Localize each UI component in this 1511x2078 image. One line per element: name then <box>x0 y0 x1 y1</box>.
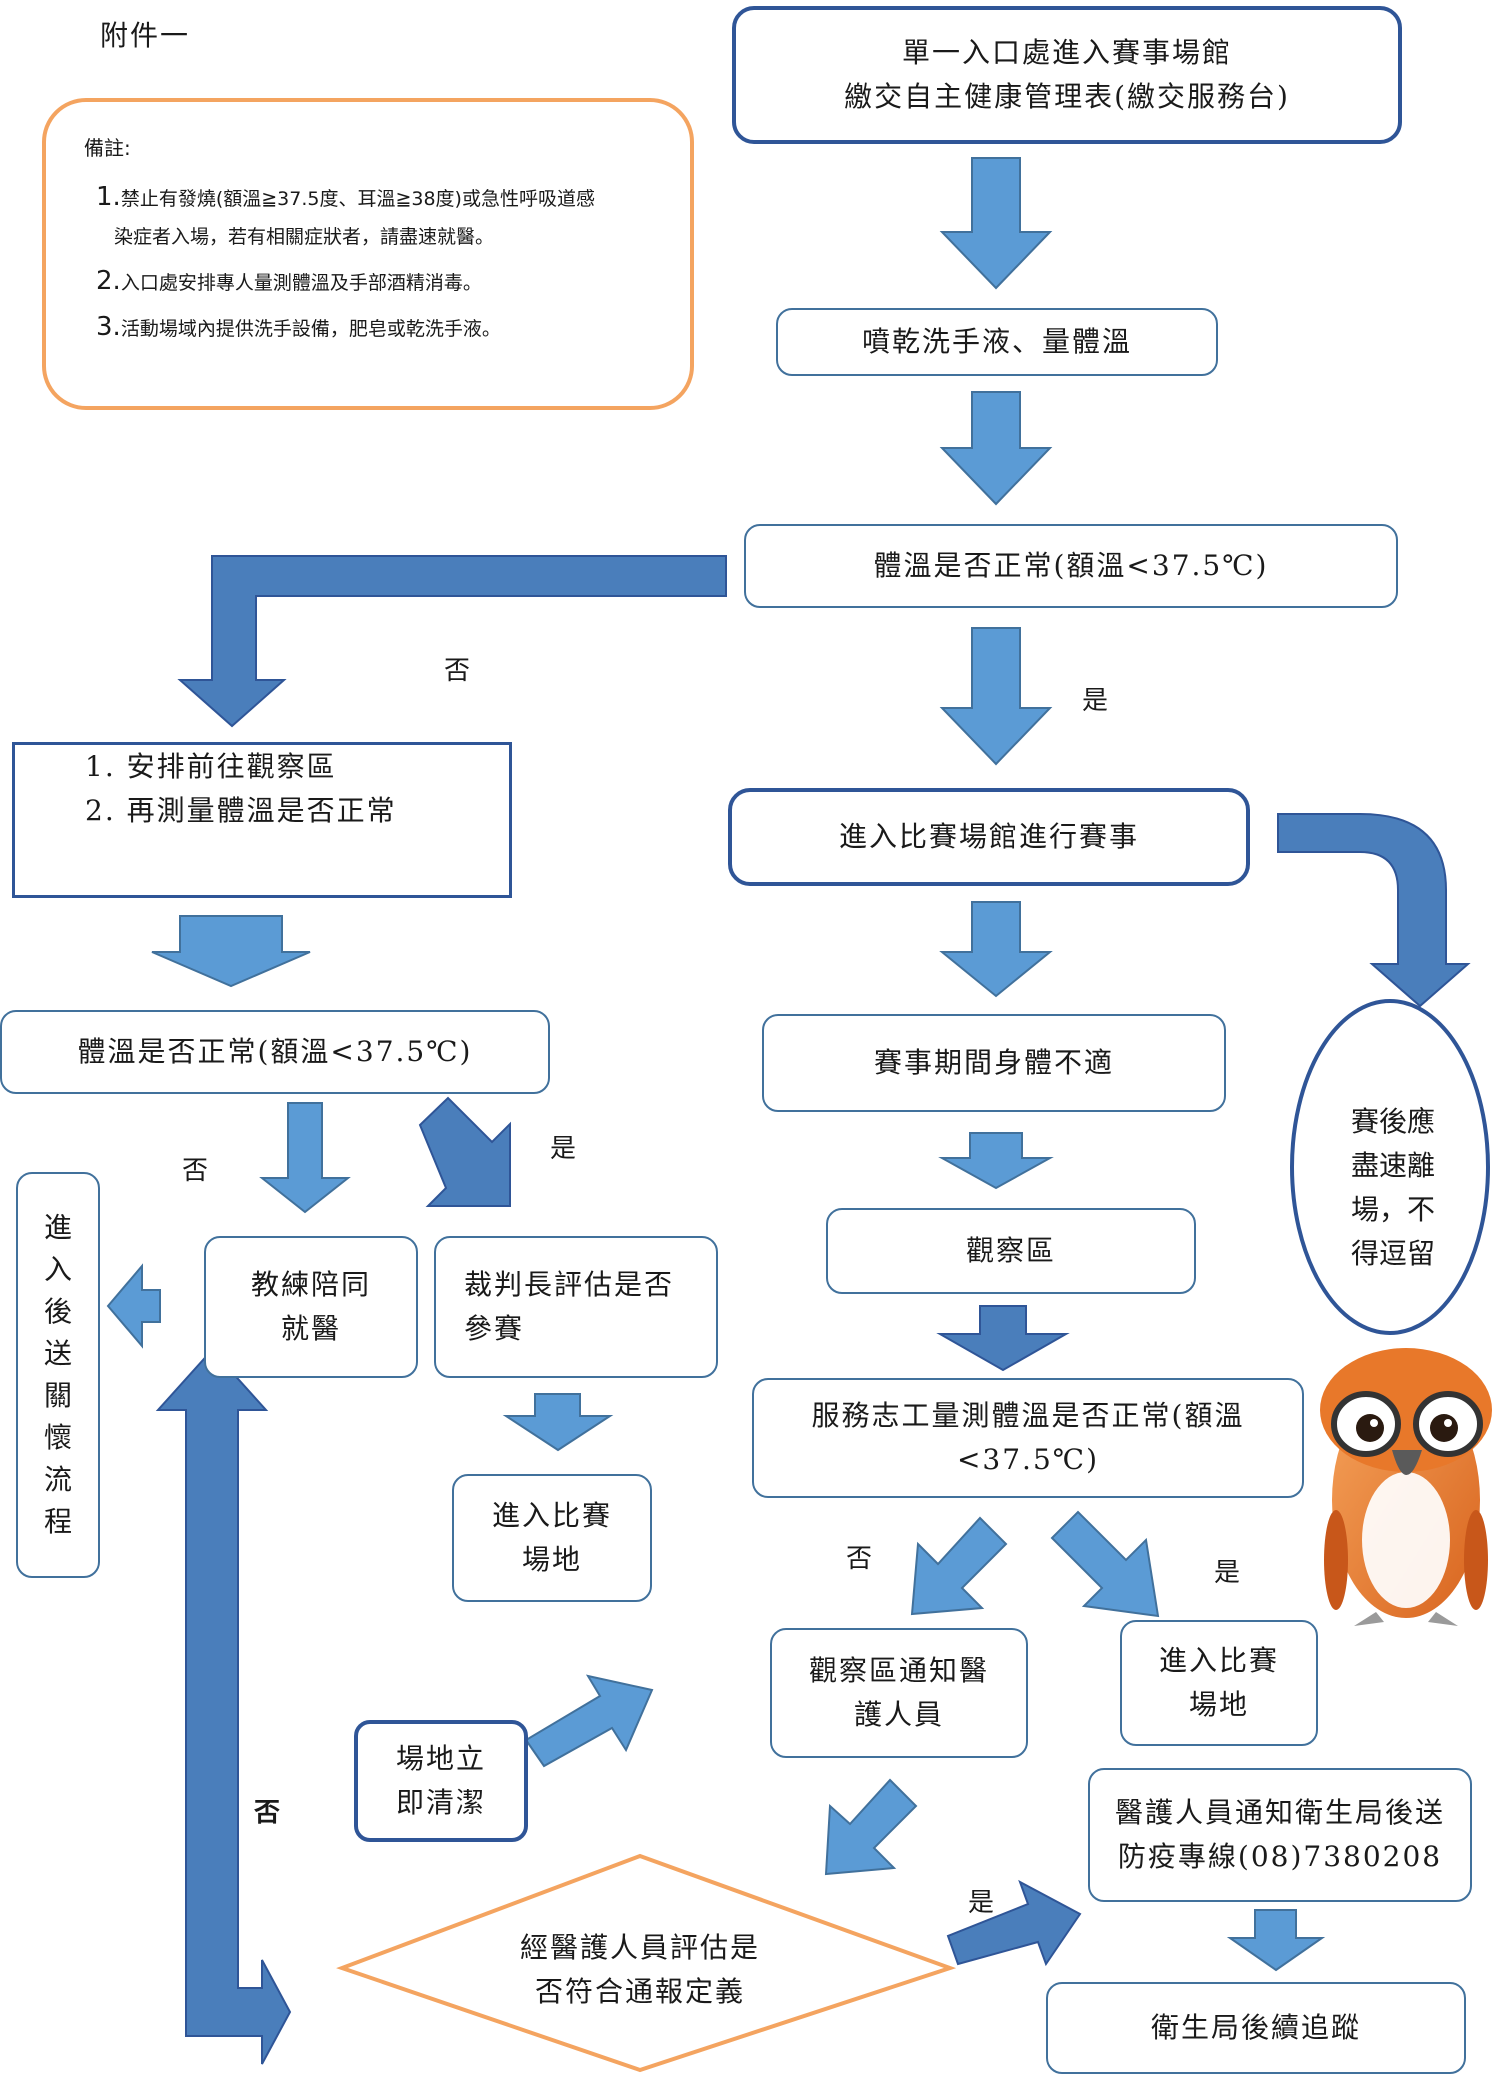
observe-area-box: 觀察區 <box>826 1208 1196 1294</box>
enter-field-1-line2: 場地 <box>521 1543 582 1576</box>
label-no-3: 否 <box>846 1544 873 1574</box>
enter-field-1-line1: 進入比賽 <box>491 1499 612 1532</box>
coach-line2: 就醫 <box>280 1312 341 1345</box>
coach-accompany-box: 教練陪同 就醫 <box>204 1236 418 1378</box>
arrow-down-3 <box>939 627 1053 766</box>
referee-line1: 裁判長評估是否 <box>464 1268 675 1301</box>
label-yes-3: 是 <box>1214 1558 1241 1588</box>
arrow-bent-no-1 <box>177 555 727 728</box>
enter-field-2-line1: 進入比賽 <box>1158 1644 1279 1677</box>
arrow-diag-yes-4 <box>946 1879 1082 1967</box>
volunteer-check-box: 服務志工量測體溫是否正常(額溫 <37.5℃) <box>752 1378 1304 1498</box>
arrow-diag-yes-2 <box>418 1096 511 1207</box>
health-bureau-line1: 醫護人員通知衛生局後送 <box>1114 1796 1445 1829</box>
arrow-down-6 <box>259 1102 351 1214</box>
clean-line1: 場地立 <box>395 1742 486 1775</box>
label-yes-4: 是 <box>968 1888 995 1918</box>
enter-field-2-box: 進入比賽 場地 <box>1120 1620 1318 1746</box>
label-no-4: 否 <box>254 1798 281 1828</box>
medical-eval-text: 經醫護人員評估是 否符合通報定義 <box>470 1926 810 2014</box>
notify-medical-box: 觀察區通知醫 護人員 <box>770 1628 1028 1758</box>
arrow-down-2 <box>939 391 1053 506</box>
coach-line1: 教練陪同 <box>250 1268 371 1301</box>
medical-eval-line2: 否符合通報定義 <box>534 1975 745 2008</box>
note-item-1: 1.禁止有發燒(額溫≧37.5度、耳溫≧38度)或急性呼吸道感 <box>96 182 595 212</box>
decision-diamond <box>336 1853 957 2073</box>
temp-check-2-box: 體溫是否正常(額溫<37.5℃) <box>0 1010 550 1094</box>
volunteer-line2: <37.5℃) <box>956 1443 1100 1476</box>
unwell-box: 賽事期間身體不適 <box>762 1014 1226 1112</box>
leave-ellipse <box>1290 999 1490 1335</box>
note-item-2: 2.入口處安排專人量測體溫及手部酒精消毒。 <box>96 266 482 296</box>
enter-field-1-box: 進入比賽 場地 <box>452 1474 652 1602</box>
enter-venue-box: 進入比賽場館進行賽事 <box>728 788 1250 886</box>
notes-title: 備註: <box>84 136 131 160</box>
arrow-bent-leave <box>1277 813 1471 1008</box>
observe-step-2: 2. 再測量體溫是否正常 <box>85 794 397 827</box>
sanitize-box: 噴乾洗手液、量體溫 <box>776 308 1218 376</box>
referee-assess-box: 裁判長評估是否 參賽 <box>434 1236 718 1378</box>
arrow-diag-clean <box>524 1674 654 1768</box>
owl-mascot-icon <box>1320 1348 1492 1626</box>
follow-up-box: 衛生局後續追蹤 <box>1046 1982 1466 2074</box>
label-yes-2: 是 <box>550 1134 577 1164</box>
care-process-text: 進入後送關懷流程 <box>43 1211 72 1538</box>
arrow-diag-no-3 <box>910 1516 1008 1616</box>
arrow-down-4 <box>939 901 1053 998</box>
notes-box: 備註: 1.禁止有發燒(額溫≧37.5度、耳溫≧38度)或急性呼吸道感 染症者入… <box>42 98 694 410</box>
label-yes-1: 是 <box>1082 686 1109 716</box>
arrow-down-dark <box>936 1305 1070 1372</box>
observe-steps-box: 1. 安排前往觀察區 2. 再測量體溫是否正常 <box>12 742 512 898</box>
arrow-diag-yes-3 <box>1050 1510 1160 1618</box>
health-bureau-line2: 防疫專線(08)7380208 <box>1117 1840 1443 1873</box>
referee-line2: 參賽 <box>464 1312 525 1345</box>
leave-after-text: 賽後應盡速離場，不得逗留 <box>1350 1105 1435 1270</box>
arrow-left-care <box>106 1263 161 1349</box>
attachment-label: 附件一 <box>100 19 191 52</box>
label-no-2: 否 <box>182 1156 209 1186</box>
arrow-diag-medical <box>824 1778 918 1876</box>
arrow-down-7 <box>502 1393 614 1452</box>
arrow-down-9 <box>1226 1909 1326 1972</box>
health-bureau-box: 醫護人員通知衛生局後送 防疫專線(08)7380208 <box>1088 1768 1472 1902</box>
label-no-1: 否 <box>444 656 471 686</box>
note-item-3: 3.活動場域內提供洗手設備，肥皂或乾洗手液。 <box>96 312 501 342</box>
entry-line2: 繳交自主健康管理表(繳交服務台) <box>844 80 1290 113</box>
arrow-down-1 <box>939 157 1053 290</box>
notes-list: 1.禁止有發燒(額溫≧37.5度、耳溫≧38度)或急性呼吸道感 染症者入場，若有… <box>96 178 676 348</box>
entry-box: 單一入口處進入賽事場館 繳交自主健康管理表(繳交服務台) <box>732 6 1402 144</box>
entry-line1: 單一入口處進入賽事場館 <box>901 36 1232 69</box>
clean-line2: 即清潔 <box>395 1786 486 1819</box>
notify-medical-line1: 觀察區通知醫 <box>808 1654 989 1687</box>
arrow-down-8 <box>938 1132 1054 1190</box>
temp-check-1-box: 體溫是否正常(額溫<37.5℃) <box>744 524 1398 608</box>
note-item-1-cont: 染症者入場，若有相關症狀者，請盡速就醫。 <box>114 226 495 248</box>
observe-step-1: 1. 安排前往觀察區 <box>85 750 337 783</box>
medical-eval-line1: 經醫護人員評估是 <box>519 1931 760 1964</box>
enter-field-2-line2: 場地 <box>1188 1688 1249 1721</box>
clean-site-box: 場地立 即清潔 <box>354 1720 528 1842</box>
care-process-box: 進入後送關懷流程 <box>16 1172 100 1578</box>
volunteer-line1: 服務志工量測體溫是否正常(額溫 <box>811 1399 1245 1432</box>
arrow-down-5 <box>151 915 311 988</box>
arrow-vertical-loop <box>155 1348 292 2065</box>
notify-medical-line2: 護人員 <box>853 1698 944 1731</box>
